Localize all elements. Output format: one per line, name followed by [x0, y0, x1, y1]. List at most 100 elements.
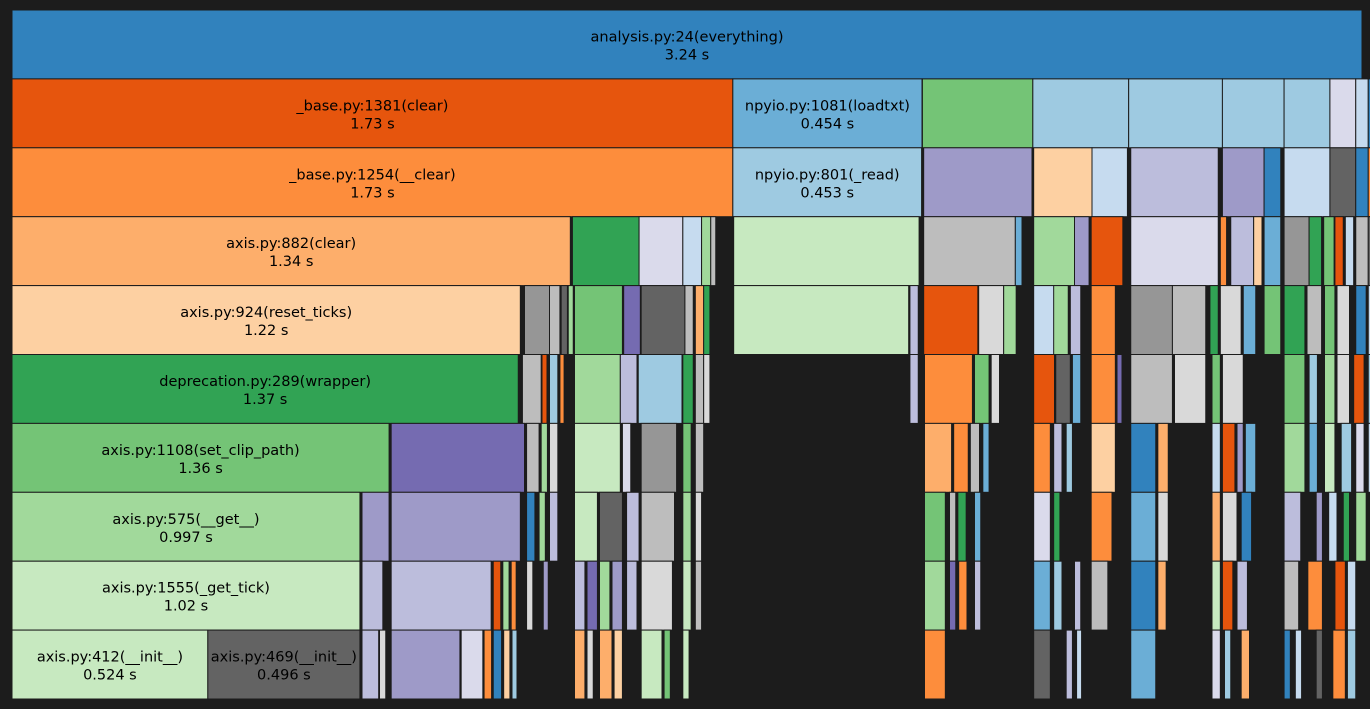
frame-block-unlabeled[interactable] [1033, 216, 1076, 287]
frame-block-unlabeled[interactable] [492, 629, 503, 700]
frame-block-unlabeled[interactable] [1130, 147, 1219, 218]
frame-block-unlabeled[interactable] [626, 560, 638, 631]
frame-block[interactable] [732, 147, 923, 218]
frame-block[interactable] [11, 354, 519, 424]
frame-block-unlabeled[interactable] [1355, 285, 1367, 356]
frame-block-unlabeled[interactable] [1211, 491, 1221, 562]
frame-block-unlabeled[interactable] [390, 629, 461, 700]
frame-block-unlabeled[interactable] [637, 354, 683, 424]
frame-block-unlabeled[interactable] [1053, 560, 1063, 631]
frame-block-unlabeled[interactable] [733, 216, 920, 287]
frame-block-unlabeled[interactable] [1221, 147, 1265, 218]
frame-block-unlabeled[interactable] [1315, 491, 1323, 562]
frame-block-unlabeled[interactable] [978, 285, 1005, 356]
frame-block-unlabeled[interactable] [1211, 354, 1221, 424]
frame-block-unlabeled[interactable] [1367, 285, 1370, 356]
frame-block-unlabeled[interactable] [1224, 629, 1232, 700]
frame-block-unlabeled[interactable] [703, 354, 711, 424]
frame-block-unlabeled[interactable] [1336, 354, 1350, 424]
frame-block-unlabeled[interactable] [1130, 560, 1157, 631]
frame-block-unlabeled[interactable] [1283, 216, 1310, 287]
frame-block[interactable] [11, 9, 1363, 80]
frame-block-unlabeled[interactable] [1334, 216, 1344, 287]
frame-block-unlabeled[interactable] [1065, 629, 1073, 700]
frame-block[interactable] [11, 285, 521, 356]
frame-block-unlabeled[interactable] [640, 285, 686, 356]
frame-block-unlabeled[interactable] [949, 560, 957, 631]
frame-block-unlabeled[interactable] [924, 560, 946, 631]
frame-block-unlabeled[interactable] [640, 422, 678, 493]
frame-block-unlabeled[interactable] [1334, 560, 1346, 631]
frame-block-unlabeled[interactable] [909, 354, 919, 424]
frame-block-unlabeled[interactable] [483, 629, 493, 700]
frame-block-unlabeled[interactable] [1283, 491, 1302, 562]
frame-block-unlabeled[interactable] [599, 491, 623, 562]
frame-block-unlabeled[interactable] [924, 354, 973, 424]
frame-block-unlabeled[interactable] [1342, 491, 1350, 562]
frame-block-unlabeled[interactable] [1053, 491, 1061, 562]
frame-block-unlabeled[interactable] [567, 285, 574, 356]
frame-block-unlabeled[interactable] [621, 422, 632, 493]
frame-block-unlabeled[interactable] [1032, 78, 1130, 149]
frame-block-unlabeled[interactable] [1253, 216, 1263, 287]
frame-block-unlabeled[interactable] [502, 560, 510, 631]
frame-block[interactable] [207, 629, 361, 700]
frame-block-unlabeled[interactable] [1294, 629, 1303, 700]
frame-block-unlabeled[interactable] [1315, 629, 1323, 700]
frame-block-unlabeled[interactable] [1353, 354, 1365, 424]
frame-block-unlabeled[interactable] [1130, 422, 1157, 493]
frame-block-unlabeled[interactable] [1329, 78, 1357, 149]
frame-block-unlabeled[interactable] [1308, 422, 1318, 493]
frame-block[interactable] [11, 78, 734, 149]
frame-block-unlabeled[interactable] [1355, 216, 1369, 287]
frame-block-unlabeled[interactable] [1090, 216, 1124, 287]
frame-block-unlabeled[interactable] [1065, 422, 1073, 493]
frame-block-unlabeled[interactable] [1328, 491, 1338, 562]
frame-block-unlabeled[interactable] [957, 491, 967, 562]
frame-block[interactable] [11, 629, 209, 700]
frame-block-unlabeled[interactable] [1244, 422, 1257, 493]
frame-block-unlabeled[interactable] [521, 354, 542, 424]
frame-block-unlabeled[interactable] [682, 629, 690, 700]
frame-block-unlabeled[interactable] [626, 491, 640, 562]
frame-block-unlabeled[interactable] [1332, 629, 1346, 700]
frame-block-unlabeled[interactable] [574, 560, 586, 631]
frame-block-unlabeled[interactable] [1219, 285, 1242, 356]
frame-block-unlabeled[interactable] [1014, 216, 1023, 287]
frame-block-unlabeled[interactable] [1130, 629, 1157, 700]
frame-block-unlabeled[interactable] [549, 285, 561, 356]
frame-block-unlabeled[interactable] [1033, 629, 1051, 700]
frame-block-unlabeled[interactable] [492, 560, 502, 631]
frame-block-unlabeled[interactable] [1130, 285, 1173, 356]
frame-block-unlabeled[interactable] [1367, 78, 1370, 149]
frame-block-unlabeled[interactable] [503, 629, 511, 700]
frame-block-unlabeled[interactable] [924, 491, 946, 562]
frame-block[interactable] [732, 78, 923, 149]
frame-block-unlabeled[interactable] [613, 629, 623, 700]
frame-block-unlabeled[interactable] [1157, 422, 1169, 493]
frame-block-unlabeled[interactable] [1219, 216, 1228, 287]
frame-block-unlabeled[interactable] [1033, 491, 1051, 562]
frame-block-unlabeled[interactable] [694, 491, 703, 562]
frame-block-unlabeled[interactable] [1308, 354, 1318, 424]
frame-block-unlabeled[interactable] [1344, 216, 1355, 287]
frame-block-unlabeled[interactable] [1283, 285, 1306, 356]
frame-block-unlabeled[interactable] [1355, 422, 1365, 493]
frame-block-unlabeled[interactable] [682, 491, 692, 562]
frame-block-unlabeled[interactable] [663, 629, 671, 700]
frame-block-unlabeled[interactable] [1324, 354, 1336, 424]
frame-block-unlabeled[interactable] [682, 216, 703, 287]
frame-block-unlabeled[interactable] [924, 422, 953, 493]
frame-block-unlabeled[interactable] [390, 560, 492, 631]
frame-block-unlabeled[interactable] [921, 78, 1034, 149]
frame-block-unlabeled[interactable] [586, 560, 598, 631]
frame-block-unlabeled[interactable] [1283, 422, 1306, 493]
frame-block-unlabeled[interactable] [1324, 285, 1336, 356]
frame-block-unlabeled[interactable] [526, 560, 534, 631]
frame-block-unlabeled[interactable] [1221, 78, 1285, 149]
frame-block-unlabeled[interactable] [1071, 354, 1082, 424]
frame-block-unlabeled[interactable] [1242, 285, 1257, 356]
frame-block-unlabeled[interactable] [684, 285, 694, 356]
frame-block-unlabeled[interactable] [703, 285, 711, 356]
frame-block[interactable] [11, 560, 361, 631]
